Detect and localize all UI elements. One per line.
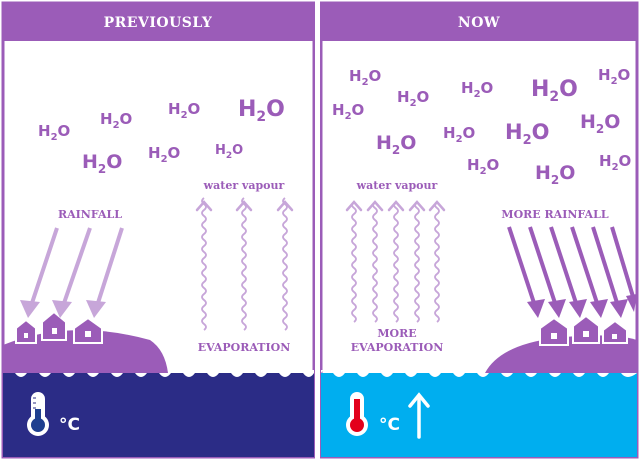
evaporation-squiggle [241, 197, 247, 331]
temperature-unit-now: °C [379, 415, 400, 435]
evaporation-squiggle [351, 201, 357, 323]
evaporation-squiggles-previously [201, 197, 288, 331]
h2o-molecule: H2O [332, 101, 364, 122]
evaporation-label-previously: EVAPORATION [198, 341, 291, 354]
evaporation-squiggle [372, 201, 378, 323]
h2o-molecule: H2O [531, 77, 578, 105]
evaporation-arrowhead [195, 200, 213, 212]
evaporation-arrowhead [345, 200, 363, 212]
h2o-molecule: H2O [148, 144, 180, 165]
rain-arrows-previously [29, 227, 124, 307]
houses-now [539, 314, 628, 346]
h2o-molecule: H2O [82, 151, 122, 176]
evaporation-arrowhead [428, 200, 446, 212]
evaporation-squiggle [414, 201, 420, 323]
evaporation-arrowhead [366, 200, 384, 212]
h2o-molecule: H2O [599, 152, 631, 173]
h2o-molecule: H2O [535, 162, 575, 187]
evaporation-arrowhead [408, 200, 426, 212]
water-vapour-label-previously: water vapour [203, 179, 285, 192]
evaporation-squiggles-now [351, 201, 440, 323]
thermometer-cold-icon [27, 392, 49, 436]
evaporation-label-now-line2: EVAPORATION [351, 341, 444, 354]
panel-now-title: NOW [458, 15, 500, 31]
rain-arrowheads-previously [20, 300, 106, 318]
evaporation-arrowheads-now [345, 200, 446, 212]
evaporation-arrowhead [235, 200, 253, 212]
h2o-molecule: H2O [100, 110, 132, 131]
h2o-molecule: H2O [168, 100, 200, 121]
evaporation-arrowhead [276, 200, 294, 212]
hill-now [485, 335, 637, 373]
ocean-previously [3, 373, 314, 457]
h2o-molecule: H2O [467, 156, 499, 177]
evaporation-squiggle [282, 197, 288, 331]
panel-divider [315, 0, 320, 461]
evaporation-squiggle [393, 201, 399, 323]
water-vapour-label-now: water vapour [356, 179, 438, 192]
ocean-now [321, 373, 637, 457]
panel-previously-header [3, 3, 314, 41]
rainfall-label-previously: RAINFALL [58, 208, 122, 221]
rainfall-label-now: MORE RAINFALL [501, 208, 608, 221]
evaporation-squiggle [434, 201, 440, 323]
h2o-molecule: H2O [376, 132, 416, 157]
rain-arrowheads-now [527, 294, 637, 318]
house-windows-previously [24, 328, 91, 338]
h2o-molecule: H2O [38, 122, 70, 143]
thermometer-hot-icon [346, 392, 368, 436]
h2o-molecule: H2O [580, 111, 620, 136]
h2o-molecule: H2O [443, 124, 475, 145]
h2o-molecule: H2O [397, 88, 429, 109]
h2o-molecule: H2O [215, 143, 243, 161]
h2o-molecule: H2O [505, 120, 549, 148]
evaporation-squiggle [201, 197, 207, 331]
rain-arrows-now [507, 226, 636, 307]
h2o-molecule: H2O [349, 67, 381, 88]
h2o-molecules-previously: H2O H2O H2O H2O H2O H2O H2O [38, 97, 285, 176]
h2o-molecules-now: H2O H2O H2O H2O H2O H2O H2O H2O H2O H2O … [332, 66, 631, 187]
evaporation-arrowheads-previously [195, 200, 294, 212]
arrow-up-icon [408, 392, 430, 439]
h2o-molecule: H2O [238, 97, 285, 125]
h2o-molecule: H2O [461, 79, 493, 100]
wave-crest-previously [3, 369, 314, 377]
evaporation-label-now-line1: MORE [377, 327, 416, 340]
h2o-molecule: H2O [598, 66, 630, 87]
panel-previously-title: PREVIOUSLY [104, 15, 213, 31]
temperature-unit-previously: °C [59, 415, 80, 435]
house-windows-now [551, 331, 617, 339]
panel-now-header [321, 3, 637, 41]
evaporation-arrowhead [387, 200, 405, 212]
